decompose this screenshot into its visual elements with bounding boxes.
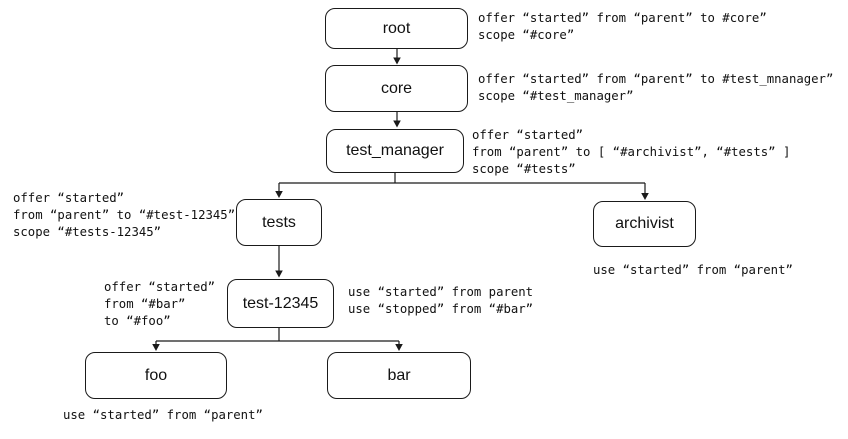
node-test-manager: test_manager [326,129,464,173]
node-test-12345: test-12345 [227,279,334,328]
node-bar: bar [327,352,471,399]
node-tests-label: tests [262,213,296,231]
node-core-label: core [380,79,413,97]
annotation-test-12345-offer: offer “started” from “#bar” to “#foo” [104,280,216,328]
node-test-manager-label: test_manager [346,142,444,159]
edge-root-core [393,49,401,65]
annotation-root: offer “started” from “parent” to #core” … [478,11,767,42]
edge-test12345-children [152,328,403,351]
node-core: core [325,65,468,112]
annotation-test-manager: offer “started” from “parent” to [ “#arc… [472,128,791,176]
annotation-test-12345-use: use “started” from parent use “stopped” … [348,285,534,316]
edge-tests-test12345 [275,246,283,278]
node-archivist: archivist [593,201,696,247]
node-foo: foo [85,352,227,399]
node-tests: tests [236,199,322,246]
node-foo-label: foo [144,366,168,384]
annotation-core: offer “started” from “parent” to #test_m… [478,72,834,103]
node-bar-label: bar [387,366,411,384]
node-root: root [325,8,468,49]
node-archivist-label: archivist [615,215,674,232]
edge-test-manager-children [275,173,649,200]
node-test-12345-label: test-12345 [242,294,319,312]
edge-core-test-manager [393,112,401,128]
annotation-archivist: use “started” from “parent” [593,263,793,277]
node-root-label: root [382,19,411,37]
annotation-foo: use “started” from “parent” [63,408,263,422]
annotation-tests: offer “started” from “parent” to “#test-… [13,191,236,239]
